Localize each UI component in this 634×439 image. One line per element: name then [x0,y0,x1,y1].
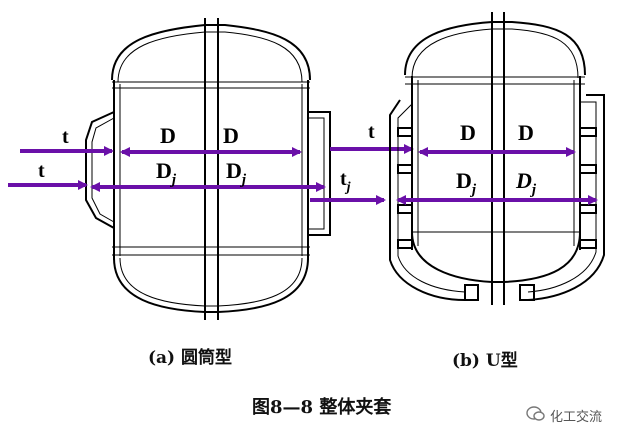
vessel-b-bracket-right-2 [579,164,597,174]
vessel-b-bottom-head [411,231,581,283]
label-D-right-b: D [518,120,534,145]
subscript-j: j [345,180,351,195]
vessel-b-bracket-left-2 [397,164,413,174]
vessel-a-jacket-left [85,111,115,229]
vessel-b-bracket-left-3 [397,204,413,214]
vessel-b-u-jacket-outer [389,94,605,301]
vessel-a-bottom-head-inner [119,257,303,307]
vessel-b-top-head [404,21,586,76]
vessel-b [389,12,605,305]
vessel-b-top-head-inner [411,28,579,79]
vessel-a-top-head-inner [117,31,303,83]
vessel-a [85,18,331,320]
label-Dj-right-a: Dj [226,158,247,188]
label-t-upper-a: t [62,126,69,148]
chat-bubble-icon [526,406,545,421]
vessel-b-bracket-right-1 [579,127,597,137]
vessel-a-jacket-right-inner [308,117,325,230]
vessel-a-jacket-left-inner [91,117,115,223]
label-t-b: t [368,121,375,143]
vessel-b-bottom-nozzle-left [464,284,479,301]
caption-b: (b) U型 [452,351,518,371]
subscript-j: j [470,182,477,198]
label-t-lower-a: t [38,160,45,182]
label-Dj-right-b: Dj [515,168,537,198]
vessel-b-arrows [396,147,598,205]
subscript-j: j [240,172,247,188]
subscript-j: j [170,172,177,188]
subscript-j: j [530,182,537,198]
label-D-left-a: D [160,123,176,148]
figure-caption: 图8—8 整体夹套 [252,397,392,418]
vessel-b-u-jacket-inner [397,101,597,293]
label-tj-b: tj [340,168,351,195]
vessel-a-jacket-right [308,111,331,236]
vessel-a-top-head [111,24,311,81]
watermark: 化工交流 [520,406,602,425]
caption-a: (a) 圆筒型 [148,348,233,368]
vessel-b-bottom-nozzle-right [519,284,535,301]
arrow-tj-group [310,144,414,205]
watermark-text: 化工交流 [550,410,603,425]
label-D-right-a: D [223,123,239,148]
vessel-a-arrows [8,146,326,192]
vessel-b-bracket-left-1 [397,127,413,137]
vessel-b-bracket-right-3 [579,204,597,214]
label-Dj-left-a: Dj [156,158,177,188]
vessel-a-bottom-head [113,257,309,313]
label-Dj-left-b: Dj [456,168,477,198]
label-D-left-b: D [460,120,476,145]
vessel-b-bracket-right-4 [579,239,597,249]
vessel-b-bracket-left-4 [397,239,413,249]
